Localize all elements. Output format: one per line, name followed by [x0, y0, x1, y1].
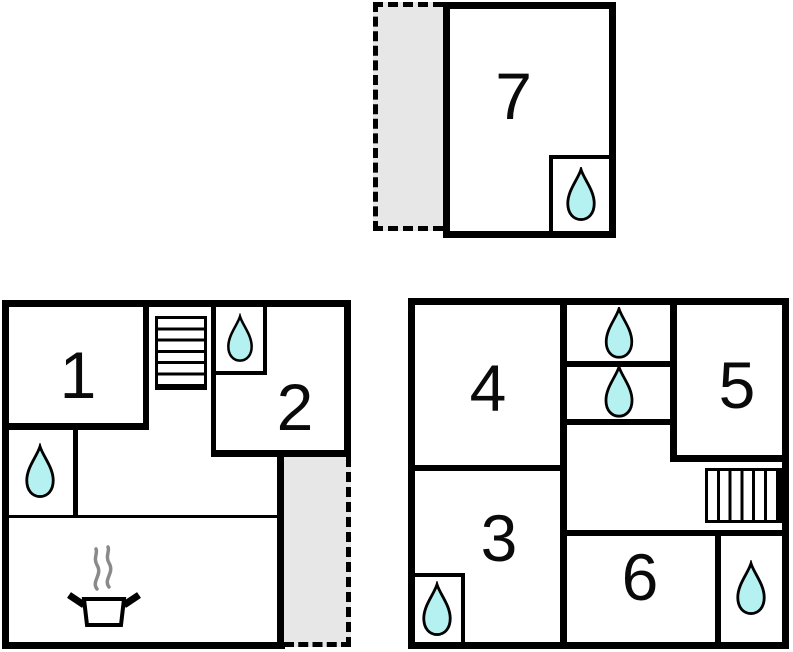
- steam-line: [93, 547, 101, 591]
- room-2-label: 2: [276, 370, 314, 444]
- wall: [2, 642, 285, 649]
- water-drop-icon: [422, 581, 452, 636]
- pot-handle: [67, 592, 86, 608]
- wall: [2, 300, 9, 649]
- wall: [567, 361, 670, 367]
- room-1-label: 1: [59, 338, 97, 412]
- wall: [715, 536, 721, 642]
- wall: [2, 423, 149, 430]
- water-drop-icon: [566, 167, 596, 221]
- wall: [415, 573, 465, 577]
- terrace-ground-left: [284, 457, 351, 647]
- water-drop-icon: [604, 307, 634, 359]
- water-drop-icon: [226, 313, 253, 362]
- wall: [73, 430, 78, 518]
- wall: [567, 419, 670, 425]
- water-drop-icon: [604, 365, 634, 418]
- wall: [344, 300, 351, 458]
- room-4-label: 4: [469, 351, 507, 425]
- wall: [211, 450, 351, 457]
- terrace-upper: [373, 2, 443, 231]
- stairs-icon: [155, 316, 207, 390]
- water-drop-icon: [736, 560, 766, 615]
- pot-body: [81, 597, 127, 627]
- wall: [415, 465, 560, 471]
- wall: [670, 455, 782, 462]
- bathroom-top: [216, 307, 267, 375]
- wall: [277, 457, 284, 642]
- steam-line: [105, 545, 113, 589]
- bathroom-room7: [549, 155, 609, 231]
- water-drop-icon: [25, 443, 55, 498]
- wall: [461, 573, 465, 642]
- ground-floor-left: 1 2: [2, 300, 351, 649]
- room-7-label: 7: [495, 58, 532, 133]
- room-3-label: 3: [480, 501, 518, 575]
- wall: [670, 305, 677, 455]
- pot-handle: [122, 592, 141, 608]
- room-6-label: 6: [621, 540, 659, 614]
- wall: [560, 305, 567, 642]
- wall: [2, 300, 351, 307]
- ground-floor-right: 4 5 3 6: [408, 298, 789, 649]
- wall: [211, 307, 216, 455]
- wall: [9, 515, 283, 518]
- room-5-label: 5: [718, 348, 756, 422]
- room-7: 7: [443, 2, 616, 238]
- wall: [567, 530, 782, 536]
- stove-pot-icon: [67, 545, 141, 627]
- stairs-icon: [705, 468, 782, 523]
- wall: [143, 307, 149, 430]
